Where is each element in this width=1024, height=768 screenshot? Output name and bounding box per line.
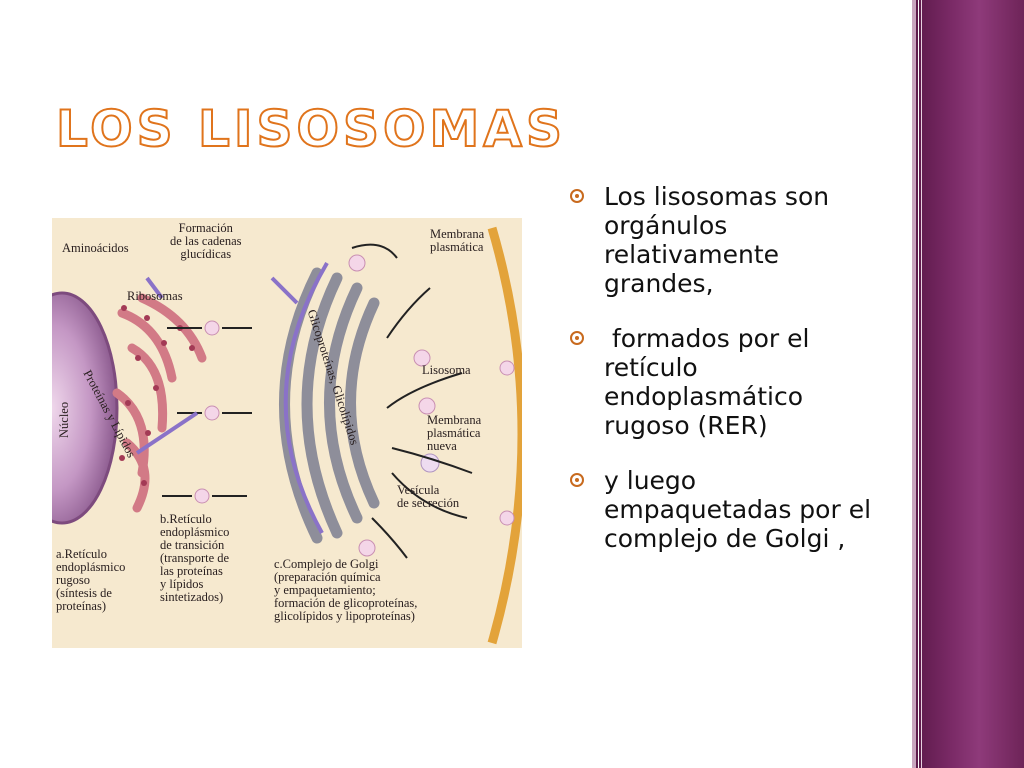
- label-ribosomas: Ribosomas: [127, 289, 183, 303]
- golgi-lysosome-diagram: Aminoácidos Formación de las cadenas glu…: [52, 218, 522, 648]
- label-membrana-plasmatica: Membrana plasmática: [430, 227, 485, 254]
- decorative-side-band: [912, 0, 1024, 768]
- formation-arrow: [270, 276, 299, 305]
- label-lisosoma: Lisosoma: [422, 363, 471, 377]
- bullet-item: y luego empaquetadas por el complejo de …: [570, 466, 890, 553]
- bullet-item: formados por el retículo endoplasmático …: [570, 324, 890, 440]
- bullet-item: Los lisosomas son orgánulos relativament…: [570, 182, 890, 298]
- nucleus: [52, 291, 119, 525]
- label-vesicula: Vesícula de secreción: [397, 483, 460, 510]
- label-reticulo-transicion: b.Retículo endoplásmico de transición (t…: [160, 512, 230, 604]
- bullet-text: formados por el retículo endoplasmático …: [604, 324, 818, 440]
- golgi-stacks: [279, 267, 380, 544]
- bullet-list: Los lisosomas son orgánulos relativament…: [570, 182, 890, 579]
- secretory-vesicles: [348, 254, 515, 557]
- label-formacion: Formación de las cadenas glucídicas: [170, 221, 242, 261]
- slide-title: Los lisosomas: [55, 100, 566, 158]
- bullet-circle-icon: [570, 331, 584, 345]
- transport-vesicles: [162, 320, 252, 504]
- golgi-flow-arrow: [283, 261, 329, 534]
- rough-er: [112, 293, 207, 513]
- cell-membrane: [487, 226, 522, 645]
- bullet-text: Los lisosomas son orgánulos relativament…: [604, 182, 830, 298]
- diagram-drawing: [52, 226, 522, 645]
- er-transport-arrow: [135, 411, 199, 455]
- label-aminoacidos: Aminoácidos: [62, 241, 129, 255]
- pathway-arrows: [351, 243, 473, 559]
- bullet-text: y luego empaquetadas por el complejo de …: [604, 466, 872, 553]
- ribosome-arrow: [145, 276, 164, 300]
- label-nucleo: Núcleo: [57, 401, 71, 438]
- bullet-circle-icon: [570, 473, 584, 487]
- label-reticulo-rugoso: a.Retículo endoplásmico rugoso (síntesis…: [56, 547, 126, 613]
- label-membrana-nueva: Membrana plasmática nueva: [427, 413, 482, 453]
- ribosome-dots: [119, 305, 195, 486]
- bullet-circle-icon: [570, 189, 584, 203]
- label-golgi: c.Complejo de Golgi (preparación química…: [274, 557, 418, 623]
